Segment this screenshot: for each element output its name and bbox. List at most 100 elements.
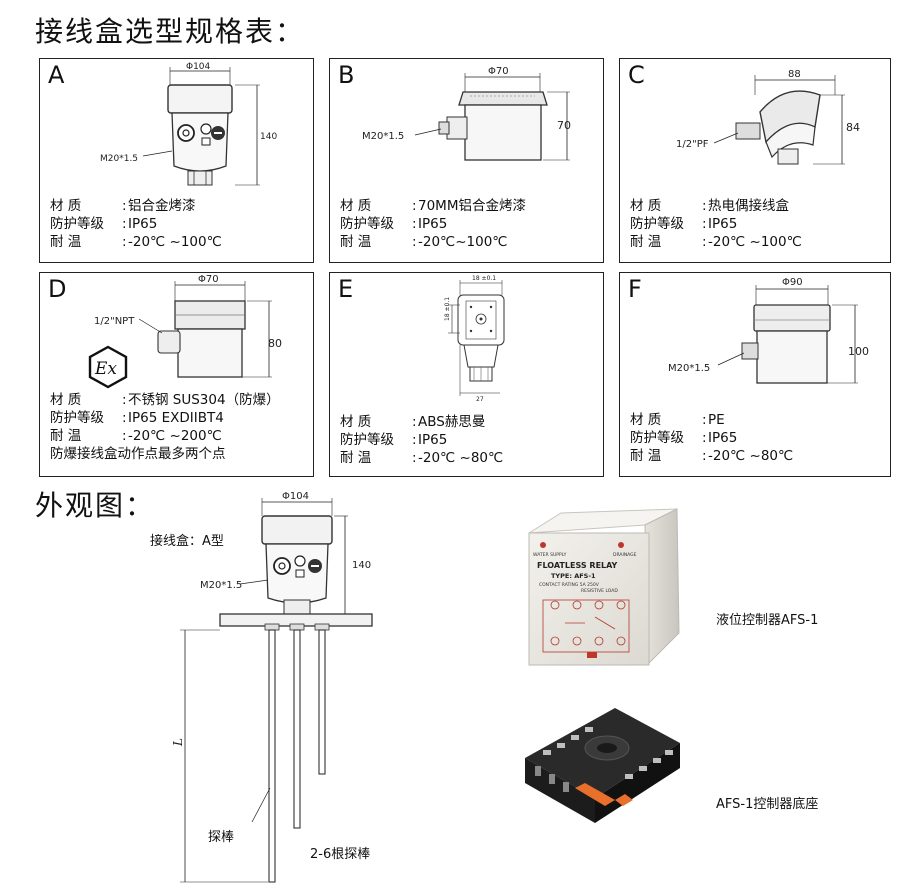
- ex-mark-text: Ex: [94, 359, 117, 379]
- card-letter: B: [338, 61, 355, 89]
- dim-height: 70: [557, 119, 571, 132]
- protection-key: 防护等级: [630, 216, 684, 232]
- thread-label: 1/2"PF: [676, 139, 709, 150]
- socket-caption: AFS-1控制器底座: [716, 797, 819, 812]
- length-label: L: [171, 738, 185, 747]
- temperature-key: 耐 温: [50, 428, 82, 444]
- protection-value: IP65: [418, 432, 448, 448]
- temperature-key: 耐 温: [630, 234, 662, 250]
- spec-card-a: A Φ104 140 M20*1.5 材 质:铝合金烤漆 防护等级:IP65 耐…: [39, 58, 314, 263]
- card-letter: A: [48, 61, 65, 89]
- relay-load-text: RESISTIVE LOAD: [581, 588, 618, 594]
- spec-card-c: C 88 84 1/2"PF 材 质:热电偶接线盒 防护等级:IP65 耐 温:…: [619, 58, 891, 263]
- appearance-title: 外观图：: [35, 489, 156, 522]
- spec-list: 材 质:ABS赫思曼 防护等级:IP65 耐 温:-20℃ ~80℃: [340, 414, 504, 466]
- dim-diameter: Φ104: [186, 62, 211, 72]
- dim-height: 140: [352, 560, 371, 571]
- card-letter: C: [628, 61, 645, 89]
- material-key: 材 质: [50, 198, 82, 214]
- junction-box-a-drawing: Φ104 140 M20*1.5: [100, 62, 277, 186]
- relay-socket-image: [525, 708, 680, 823]
- temperature-key: 耐 温: [340, 234, 372, 250]
- protection-key: 防护等级: [340, 216, 394, 232]
- probe-label: 探棒: [208, 830, 235, 845]
- spec-card-f: F Φ90 100 M20*1.5 材 质:PE 防护等级:IP65 耐 温:-…: [619, 272, 891, 477]
- protection-key: 防护等级: [50, 216, 104, 232]
- temperature-key: 耐 温: [340, 450, 372, 466]
- material-value: PE: [708, 412, 725, 428]
- protection-key: 防护等级: [340, 432, 394, 448]
- material-value: 铝合金烤漆: [128, 198, 196, 214]
- material-key: 材 质: [50, 392, 82, 408]
- thread-label: 1/2"NPT: [94, 316, 135, 327]
- card-letter: E: [338, 275, 354, 303]
- spec-card-e: E 18 ±0.1 18 ±0.1 27 材 质:ABS赫思曼 防护等级:IP6…: [329, 272, 604, 477]
- card-letter: D: [48, 275, 67, 303]
- box-type-label: 接线盒：A型: [150, 534, 224, 549]
- temperature-key: 耐 温: [50, 234, 82, 250]
- protection-value: IP65: [418, 216, 448, 232]
- spec-card-d: D Φ70 80 1/2"NPT Ex 材 质:不锈钢 SUS304（防爆） 防…: [39, 272, 314, 477]
- dim-width: 18 ±0.1: [472, 275, 496, 282]
- temperature-value: -20℃ ~100℃: [128, 234, 222, 250]
- dim-diameter: Φ104: [282, 491, 309, 502]
- protection-value: IP65: [708, 430, 738, 446]
- temperature-value: -20℃~100℃: [418, 234, 508, 250]
- temperature-value: -20℃ ~80℃: [418, 450, 504, 466]
- material-key: 材 质: [630, 412, 662, 428]
- level-switch-assembly-drawing: Φ104 140 M20*1.5 L: [171, 491, 373, 883]
- material-key: 材 质: [340, 198, 372, 214]
- protection-value: IP65 EXDIIBT4: [128, 410, 224, 426]
- dim-height: 140: [260, 132, 277, 142]
- junction-box-f-drawing: Φ90 100 M20*1.5: [668, 277, 869, 384]
- thread-label: M20*1.5: [668, 363, 710, 374]
- dim-diameter: Φ70: [488, 67, 509, 77]
- material-value: 热电偶接线盒: [708, 198, 789, 214]
- drainage-text: DRAINAGE: [613, 552, 637, 558]
- dim-height: 84: [846, 121, 860, 134]
- spec-list: 材 质:铝合金烤漆 防护等级:IP65 耐 温:-20℃ ~100℃: [50, 198, 222, 250]
- junction-box-d-drawing: Φ70 80 1/2"NPT: [94, 275, 282, 378]
- ex-explosion-proof-icon: Ex: [88, 345, 128, 389]
- temperature-value: -20℃ ~200℃: [128, 428, 222, 444]
- material-value: 不锈钢 SUS304（防爆）: [128, 392, 280, 408]
- temperature-value: -20℃ ~100℃: [708, 234, 802, 250]
- relay-caption: 液位控制器AFS-1: [716, 613, 819, 628]
- material-key: 材 质: [340, 414, 372, 430]
- thread-label: M20*1.5: [362, 131, 404, 142]
- dim-diameter: Φ70: [198, 275, 219, 285]
- thread-label: M20*1.5: [100, 154, 138, 164]
- protection-value: IP65: [128, 216, 158, 232]
- thread-label: M20*1.5: [200, 580, 242, 591]
- water-supply-text: WATER SUPPLY: [533, 552, 567, 558]
- temperature-key: 耐 温: [630, 448, 662, 464]
- page-title: 接线盒选型规格表：: [35, 15, 306, 48]
- relay-name-text: FLOATLESS RELAY: [537, 561, 618, 570]
- connector-e-drawing: 18 ±0.1 18 ±0.1 27: [444, 275, 505, 403]
- protection-key: 防护等级: [630, 430, 684, 446]
- material-value: ABS赫思曼: [418, 414, 486, 430]
- spec-list: 材 质:70MM铝合金烤漆 防护等级:IP65 耐 温:-20℃~100℃: [340, 198, 526, 250]
- spec-list: 材 质:不锈钢 SUS304（防爆） 防护等级:IP65 EXDIIBT4 耐 …: [50, 392, 280, 462]
- relay-rating-text: CONTACT RATING 5A 250V: [539, 582, 600, 588]
- explosion-note: 防爆接线盒动作点最多两个点: [50, 446, 226, 462]
- protection-value: IP65: [708, 216, 738, 232]
- junction-box-b-drawing: Φ70 70 M20*1.5: [362, 67, 571, 161]
- dim-diameter: Φ90: [782, 277, 803, 288]
- junction-box-c-drawing: 88 84 1/2"PF: [676, 69, 860, 165]
- temperature-value: -20℃ ~80℃: [708, 448, 794, 464]
- material-key: 材 质: [630, 198, 662, 214]
- card-letter: F: [628, 275, 642, 303]
- spec-list: 材 质:PE 防护等级:IP65 耐 温:-20℃ ~80℃: [630, 412, 794, 464]
- dim-height: 100: [848, 345, 869, 358]
- dim-height: 18 ±0.1: [444, 297, 451, 321]
- relay-afs1-image: WATER SUPPLY DRAINAGE FLOATLESS RELAY TY…: [528, 508, 680, 666]
- dim-base: 27: [476, 396, 484, 403]
- probes-count-label: 2-6根探棒: [310, 847, 371, 862]
- relay-type-text: TYPE: AFS-1: [551, 572, 596, 580]
- dim-height: 80: [268, 337, 282, 350]
- material-value: 70MM铝合金烤漆: [418, 198, 526, 214]
- spec-card-b: B Φ70 70 M20*1.5 材 质:70MM铝合金烤漆 防护等级:IP65…: [329, 58, 604, 263]
- protection-key: 防护等级: [50, 410, 104, 426]
- dim-width: 88: [788, 69, 801, 80]
